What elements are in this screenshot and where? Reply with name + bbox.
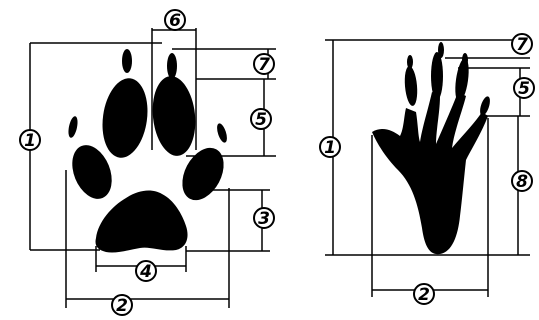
left-toe-pad-inner-right (149, 74, 199, 158)
left-label-6: 6 (169, 11, 181, 31)
right-claw-1 (438, 42, 444, 58)
right-toe-1 (403, 66, 418, 107)
left-label-3: 3 (258, 209, 270, 229)
right-label-2: 2 (418, 285, 430, 305)
left-claw-1 (67, 115, 79, 138)
left-label-4: 4 (139, 262, 152, 282)
left-claw-4 (215, 122, 229, 143)
right-label-8: 8 (516, 172, 528, 192)
right-claw-3 (462, 53, 468, 67)
left-label-1: 1 (24, 131, 36, 151)
right-toe-4 (478, 95, 492, 116)
right-label-7: 7 (516, 35, 528, 55)
right-label-5: 5 (518, 79, 530, 99)
left-claw-2 (122, 49, 132, 73)
right-toe-3 (453, 57, 471, 102)
left-label-5: 5 (255, 110, 267, 130)
left-label-2: 2 (116, 296, 128, 316)
right-claw-2 (407, 55, 413, 69)
left-label-7: 7 (258, 55, 270, 75)
right-sole (372, 92, 488, 254)
left-toe-pad-inner-left (98, 75, 153, 160)
left-claw-3 (167, 53, 177, 79)
right-foot-print (372, 42, 492, 254)
right-toe-2 (431, 52, 443, 100)
left-main-pad (95, 191, 187, 253)
left-measurement-labels: 1 2 3 4 5 6 7 (20, 10, 274, 316)
right-label-1: 1 (324, 138, 336, 158)
